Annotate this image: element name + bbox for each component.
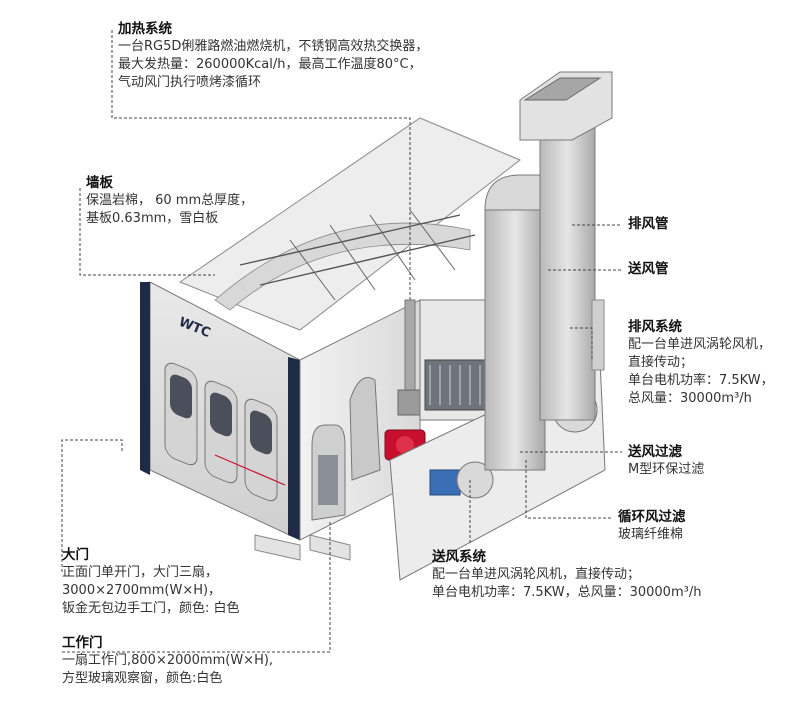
exhaust-system-line-4: 总风量：30000m³/h xyxy=(628,391,752,406)
label-supply-filter: 送风过滤 M型环保过滤 xyxy=(628,443,704,479)
supply-filter-line-1: M型环保过滤 xyxy=(628,462,705,477)
label-recirc-filter: 循环风过滤 玻璃纤维棉 xyxy=(618,508,686,544)
supply-system-title: 送风系统 xyxy=(432,549,486,565)
heating-line-3: 气动风门执行喷烤漆循环 xyxy=(118,75,262,90)
work-door-line-2: 方型玻璃观察窗，颜色:白色 xyxy=(62,671,223,686)
label-exhaust-system: 排风系统 配一台单进风涡轮风机， 直接传动； 单台电机功率：7.5KW， 总风量… xyxy=(628,318,774,408)
label-heating-system: 加热系统 一台RG5D俐雅路燃油燃烧机，不锈钢高效热交换器， 最大发热量：260… xyxy=(118,20,428,92)
supply-duct-title: 送风管 xyxy=(628,261,669,277)
label-wall: 墙板 保温岩棉， 60 mm总厚度， 基板0.63mm，雪白板 xyxy=(86,174,253,228)
exhaust-system-line-1: 配一台单进风涡轮风机， xyxy=(628,337,772,352)
exhaust-duct-title: 排风管 xyxy=(628,216,669,232)
supply-duct xyxy=(484,174,576,471)
main-door-line-3: 钣金无包边手工门，颜色: 白色 xyxy=(62,601,240,616)
main-door-line-1: 正面门单开门，大门三扇， xyxy=(62,565,219,580)
main-door-title: 大门 xyxy=(62,547,89,563)
leader-lines xyxy=(61,30,622,653)
wall-title: 墙板 xyxy=(86,175,113,191)
work-door-title: 工作门 xyxy=(62,635,103,651)
heating-line-1: 一台RG5D俐雅路燃油燃烧机，不锈钢高效热交换器， xyxy=(118,39,429,54)
label-work-door: 工作门 一扇工作门,800×2000mm(W×H), 方型玻璃观察窗，颜色:白色 xyxy=(62,634,273,688)
exhaust-system-line-2: 直接传动； xyxy=(628,355,694,370)
main-door-line-2: 3000×2700mm(W×H)， xyxy=(62,583,222,598)
label-main-door: 大门 正面门单开门，大门三扇， 3000×2700mm(W×H)， 钣金无包边手… xyxy=(62,546,240,618)
exhaust-system-line-3: 单台电机功率：7.5KW， xyxy=(628,373,774,388)
booth-front-wall: WTC xyxy=(140,281,351,561)
label-supply-duct: 送风管 xyxy=(628,260,669,278)
heating-title: 加热系统 xyxy=(118,21,172,37)
wall-line-2: 基板0.63mm，雪白板 xyxy=(86,211,219,226)
booth-ceiling-frame xyxy=(178,117,521,331)
supply-system-line-2: 单台电机功率：7.5KW，总风量：30000m³/h xyxy=(432,585,702,600)
recirc-filter-title: 循环风过滤 xyxy=(618,509,686,525)
work-door-line-1: 一扇工作门,800×2000mm(W×H), xyxy=(62,653,274,668)
booth-side-wall xyxy=(299,299,421,541)
heating-line-2: 最大发热量：260000Kcal/h，最高工作温度80°C， xyxy=(118,57,422,72)
label-supply-system: 送风系统 配一台单进风涡轮风机，直接传动； 单台电机功率：7.5KW，总风量：3… xyxy=(432,548,701,602)
label-exhaust-duct: 排风管 xyxy=(628,215,669,233)
exhaust-system-title: 排风系统 xyxy=(628,319,682,335)
supply-system-line-1: 配一台单进风涡轮风机，直接传动； xyxy=(432,567,641,582)
supply-filter-title: 送风过滤 xyxy=(628,444,682,460)
recirc-filter-line-1: 玻璃纤维棉 xyxy=(618,527,684,542)
wall-line-1: 保温岩棉， 60 mm总厚度， xyxy=(86,193,254,208)
